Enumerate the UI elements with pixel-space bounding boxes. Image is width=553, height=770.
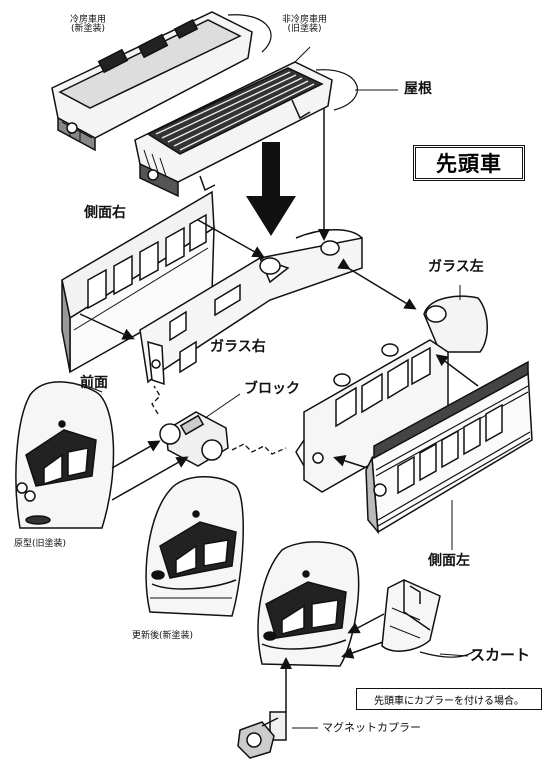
side-left-arrow1 [435,354,479,387]
big-down-arrow [246,142,296,236]
label-roof: 屋根 [404,81,432,97]
label-skirt: スカート [470,646,531,664]
glass-right-frame [139,229,363,386]
roof-outline-curve [227,14,272,53]
label-roof-cooled: 冷房車用 (新塗装) [70,15,107,34]
label-block: ブロック [244,381,300,397]
front-arrow-1 [111,440,161,469]
label-glass-right: ガラス右 [210,339,266,355]
label-side-right: 側面右 [84,205,126,221]
magnet-coupler-part [237,711,287,759]
skirt-leader [439,653,469,657]
title-lead-car: 先頭車 [413,145,525,181]
block-link-1 [151,385,161,415]
skirt-part [381,579,441,652]
front-coupler-part [257,541,360,667]
label-type-original: 原型(旧塗装) [14,539,67,549]
roof2-outline-curve [315,69,358,111]
roof-uncooled-part [134,61,333,198]
skirt-arrow-1 [347,613,385,634]
note-coupler: 先頭車にカプラーを付ける場合。 [356,688,542,710]
side-right-arrow1 [79,313,135,340]
side-left-panel [365,360,533,535]
side-right-panel [61,190,215,374]
glass-link-arrow [337,258,417,310]
front-arrow-2 [111,456,189,501]
skirt-outline-curve [419,649,477,658]
roof-cooled-part [51,11,253,152]
side-right-arrow2 [197,219,265,258]
block-link-2 [231,443,287,455]
label-glass-left: ガラス左 [428,259,484,275]
label-renewed: 更新後(新塗装) [132,631,194,641]
glass-left-frame [295,339,449,493]
front-renewed-part [145,476,244,617]
block-leader [204,393,241,419]
label-front: 前面 [80,375,108,391]
block-part [159,411,229,467]
label-roof-uncooled: 非冷房車用 (旧塗装) [282,15,328,34]
glass-left-part [423,285,488,353]
label-magnet-coupler: マグネットカプラー [322,721,421,734]
label-side-left: 側面左 [428,553,470,569]
roof-uncooled-leader [293,46,311,64]
front-original-part [15,381,115,529]
